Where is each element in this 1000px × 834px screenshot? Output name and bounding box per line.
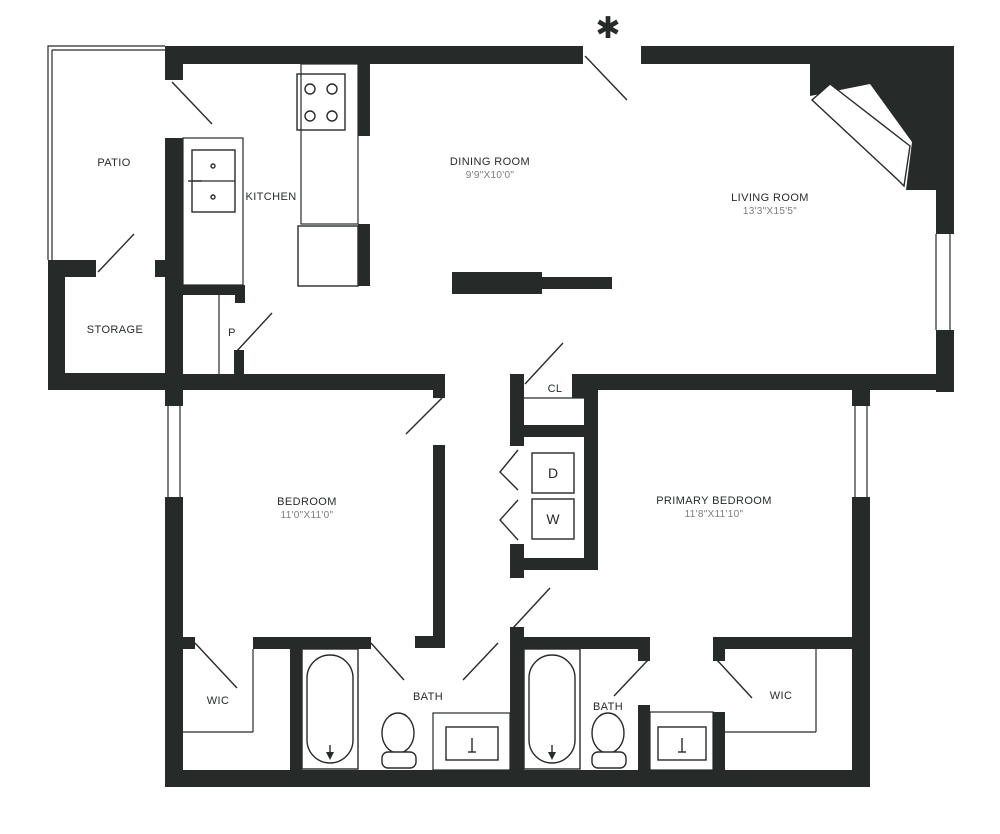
wic-left-label: WIC [207, 695, 230, 707]
laundry [531, 452, 575, 540]
closet-label: CL [548, 383, 563, 395]
windows [47, 45, 951, 733]
bath-fixtures [301, 648, 714, 771]
storage-label: STORAGE [87, 324, 143, 336]
vanity [432, 712, 511, 771]
primary-bedroom-door [512, 587, 551, 629]
dryer-bifold-door [499, 449, 519, 491]
closet-door [524, 342, 564, 385]
dining-room-label: DINING ROOM [450, 156, 530, 168]
fireplace [810, 83, 911, 188]
living-room-label: LIVING ROOM [731, 192, 809, 204]
bath-2-door [613, 659, 649, 697]
kitchen-label: KITCHEN [245, 191, 296, 203]
stove [296, 73, 346, 131]
toilet-tank [591, 751, 627, 769]
entry-door [584, 55, 628, 101]
refrigerator [297, 225, 359, 287]
primary-bedroom-dimensions: 11'8"X11'10" [685, 509, 744, 520]
bedroom-door [405, 397, 443, 435]
doors [97, 55, 753, 699]
fireplace-hearth [810, 83, 911, 188]
pantry-door [235, 312, 273, 353]
bath-1-label: BATH [413, 691, 443, 703]
burner-icon [326, 83, 338, 95]
primary-bedroom-label: PRIMARY BEDROOM [656, 495, 772, 507]
pantry-label: P [228, 327, 236, 339]
wic-left-door [194, 642, 238, 689]
patio-label: PATIO [97, 157, 130, 169]
burner-icon [304, 83, 316, 95]
entry-marker-icon: ✱ [595, 11, 620, 46]
dryer [531, 452, 575, 494]
bath-1-door-a [370, 642, 405, 681]
toilet-tank [381, 751, 417, 769]
patio-door [171, 81, 213, 125]
washer-bifold-door [499, 499, 519, 541]
burner-icon [326, 110, 338, 122]
walls [48, 46, 954, 787]
bath-2-label: BATH [593, 701, 623, 713]
toilet [381, 712, 415, 754]
wic-right-label: WIC [770, 690, 793, 702]
dryer-label: D [548, 465, 558, 481]
storage-door [97, 233, 135, 273]
vanity [649, 711, 714, 771]
wic-right-door [716, 659, 753, 699]
washer-label: W [546, 511, 560, 527]
toilet [591, 712, 625, 754]
burner-icon [304, 110, 316, 122]
washer [531, 498, 575, 540]
sink-counter [182, 137, 244, 286]
kitchen-fixtures [182, 63, 359, 287]
dining-room-dimensions: 9'9"X10'0" [466, 170, 515, 181]
bedroom-dimensions: 11'0"X11'0" [281, 510, 334, 521]
kitchen-counter [300, 63, 359, 225]
tub-basin [528, 654, 576, 764]
bedroom-label: BEDROOM [277, 496, 337, 508]
bath-1-door-b [462, 642, 499, 681]
living-room-dimensions: 13'3"X15'5" [743, 206, 797, 217]
tub-basin [306, 654, 354, 764]
